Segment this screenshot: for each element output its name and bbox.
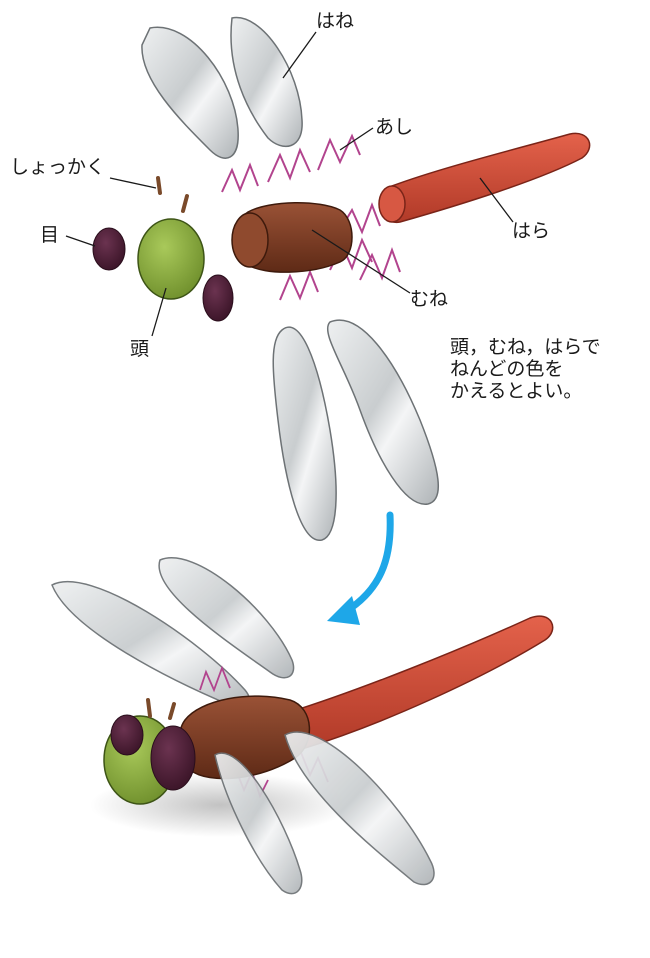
- label-abdomen: はら: [512, 222, 550, 241]
- note-line-2: ねんどの色を: [450, 358, 601, 380]
- note-line-1: 頭，むね，はらで: [450, 336, 601, 358]
- assembled-dragonfly: [52, 558, 553, 894]
- instruction-note: 頭，むね，はらで ねんどの色を かえるとよい。: [450, 336, 601, 402]
- eye-left-top: [93, 228, 125, 270]
- lower-wing-left: [273, 327, 336, 540]
- eye-right-top: [203, 275, 233, 321]
- note-line-3: かえるとよい。: [450, 380, 601, 402]
- label-head: 頭: [130, 340, 149, 359]
- assembly-arrow[interactable]: [327, 515, 390, 625]
- label-thorax: むね: [410, 290, 448, 309]
- abdomen-top: [379, 133, 590, 222]
- label-eye: 目: [40, 226, 59, 245]
- thorax-top: [232, 203, 352, 272]
- label-legs: あし: [375, 118, 413, 137]
- lower-wing-right: [328, 320, 439, 504]
- head-top: [138, 219, 204, 299]
- upper-wing-left: [142, 27, 238, 158]
- label-wings: はね: [316, 12, 354, 31]
- antennae-top: [158, 178, 187, 211]
- label-antennae: しょっかく: [10, 158, 105, 177]
- upper-wing-right: [231, 18, 302, 147]
